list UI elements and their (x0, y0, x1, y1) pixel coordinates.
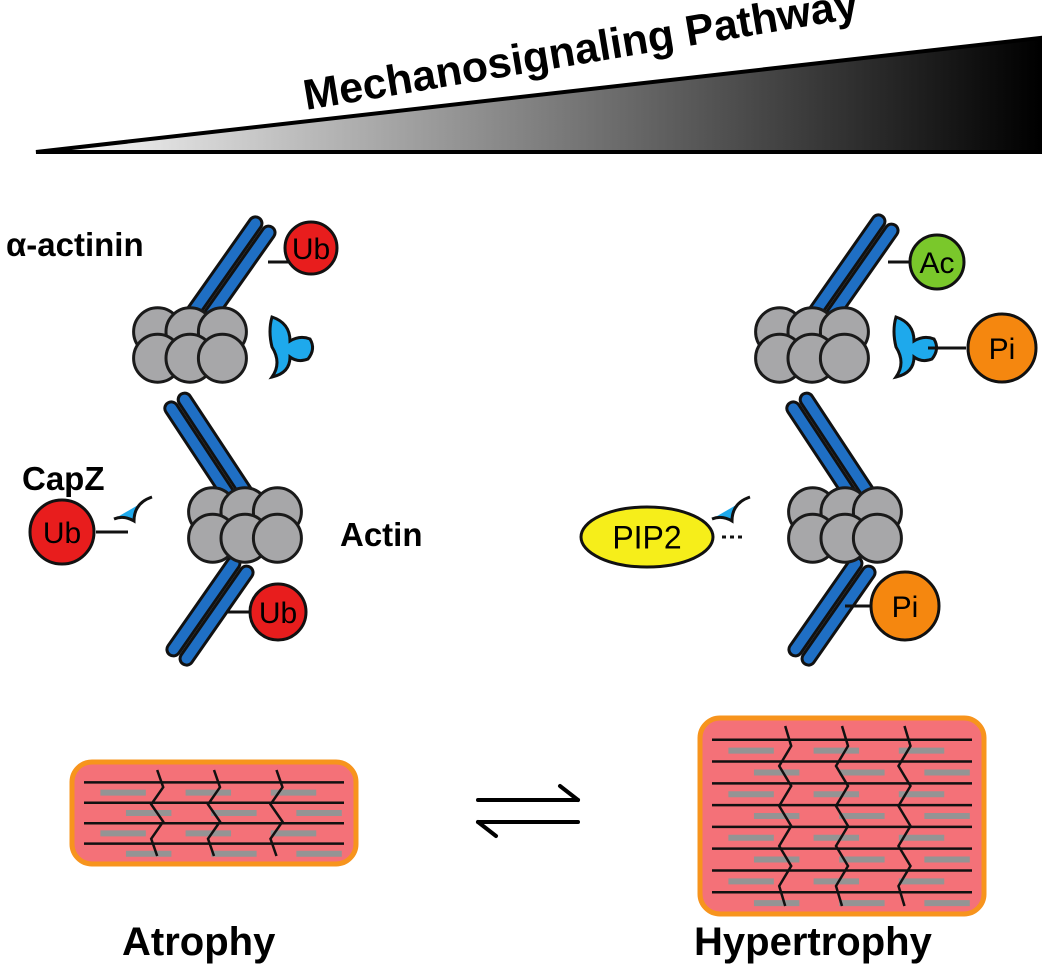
hypertrophy-label: Hypertrophy (694, 920, 933, 964)
actinin-strand (801, 394, 874, 499)
z-disc (149, 769, 165, 857)
ub-badge-capz: Ub (28, 498, 96, 566)
pi-badge-bottom: Pi (869, 570, 941, 642)
actinin-strand (803, 567, 874, 664)
hypertrophy-cell (697, 715, 987, 917)
ub-badge-bottom-shape (248, 582, 308, 642)
actin-cluster (754, 306, 870, 384)
pip2-badge-shape (579, 505, 715, 569)
z-disc (206, 769, 222, 857)
alpha-actinin-rod (185, 215, 277, 329)
alpha-actinin-label: α-actinin (6, 226, 144, 263)
actinin-strand (810, 216, 884, 317)
ub-badge-capz-shape (28, 498, 96, 566)
ac-badge: Ac (908, 233, 966, 291)
actinin-strand (168, 558, 239, 655)
pip2-badge-label: PIP2 (612, 520, 681, 556)
actin-subunit (818, 332, 870, 384)
atrophy-label: Atrophy (122, 920, 276, 964)
actinin-strand (179, 394, 252, 499)
alpha-actinin-rod (163, 391, 255, 511)
alpha-actinin-rod (165, 555, 255, 667)
gradient-wedge (35, 35, 1042, 154)
atrophy-cell (69, 759, 359, 867)
actin-subunit (196, 332, 248, 384)
actinin-strand (823, 225, 897, 326)
pi-badge-bottom-shape (869, 570, 941, 642)
actin-subunit (251, 512, 303, 564)
z-disc (897, 725, 912, 907)
actin-cluster (187, 486, 303, 564)
ub-badge-capz-label: Ub (43, 517, 81, 550)
pi-badge-capz: Pi (966, 312, 1038, 384)
z-disc (834, 725, 850, 907)
capz-protein (892, 315, 939, 380)
ub-badge-top: Ub (283, 220, 339, 276)
alpha-actinin-rod (787, 555, 877, 667)
actin-cluster (787, 486, 903, 564)
actinin-strand (188, 218, 261, 317)
ub-badge-top-shape (283, 220, 339, 276)
actin-cluster (132, 306, 248, 384)
alpha-actinin-rod (785, 391, 877, 511)
pi-badge-capz-label: Pi (989, 333, 1016, 366)
ub-badge-bottom: Ub (248, 582, 308, 642)
ac-badge-label: Ac (919, 247, 954, 280)
actinin-strand (181, 567, 252, 664)
cells (69, 715, 987, 917)
ub-badge-bottom-label: Ub (259, 597, 297, 630)
pi-badge-capz-shape (966, 312, 1038, 384)
z-disc (777, 725, 793, 907)
ac-badge-shape (908, 233, 966, 291)
actin-label: Actin (340, 516, 423, 553)
pip2-badge: PIP2 (579, 505, 715, 569)
actinin-strand (166, 403, 239, 508)
capz-protein (268, 315, 315, 380)
capz-label: CapZ (22, 460, 105, 497)
z-disc (268, 769, 285, 857)
pi-badge-bottom-label: Pi (892, 591, 919, 624)
capz-protein (113, 495, 153, 524)
equilibrium-arrows-icon (476, 784, 580, 838)
actinin-strand (201, 227, 274, 326)
capz-protein (711, 495, 751, 524)
ub-badge-top-label: Ub (292, 233, 330, 266)
actinin-strand (790, 558, 861, 655)
actin-subunit (851, 512, 903, 564)
alpha-actinin-rod (807, 213, 900, 329)
